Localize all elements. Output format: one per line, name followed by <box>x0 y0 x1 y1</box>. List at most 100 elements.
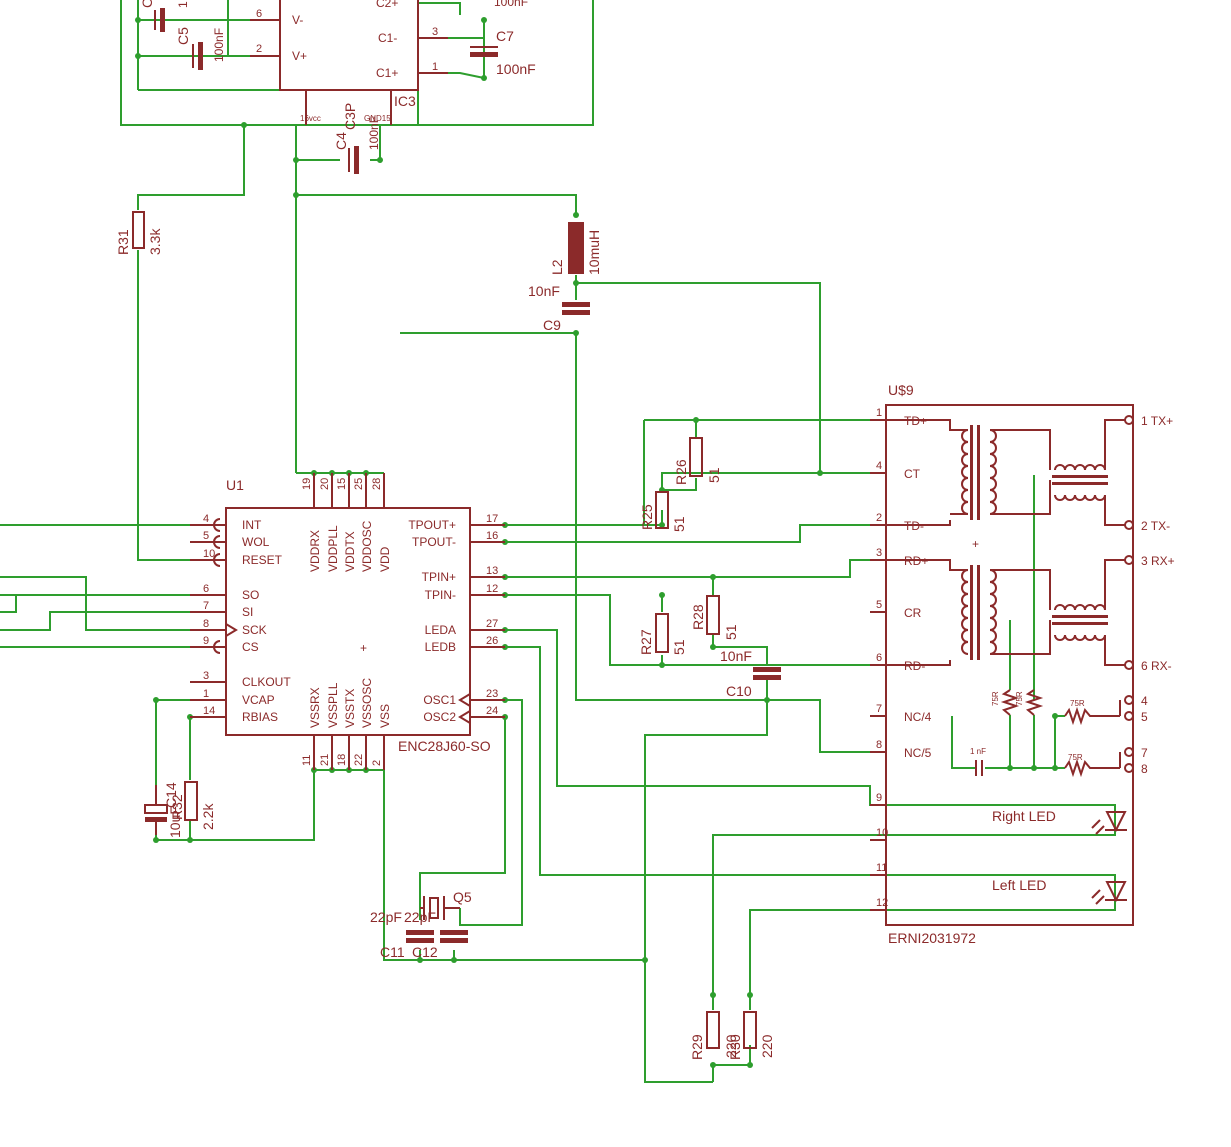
u1-left-pin-name: SI <box>242 605 253 619</box>
resistor-r26[interactable]: R26 51 <box>673 437 722 485</box>
r29-value: 220 <box>723 1034 739 1058</box>
ic3[interactable]: 6 V- 2 V+ C2+ 3 C1- 1 C1+ IC3 16vcc GND1… <box>250 0 448 125</box>
capacitor-c12[interactable]: 22pF C12 <box>404 909 468 960</box>
capacitor-c14[interactable]: 10uF C14 <box>144 782 183 838</box>
u9-left-pin-num: 10 <box>876 827 888 839</box>
u1-top-pin-num: 20 <box>319 478 331 490</box>
u9-left-pin-num: 7 <box>876 703 882 715</box>
resistor-r31[interactable]: R31 3.3k <box>115 211 163 255</box>
c7-value: 100nF <box>496 61 536 77</box>
u1-bottom-pin-name: VSSRX <box>308 687 322 728</box>
resistor-r29[interactable]: R29 220 <box>689 1011 739 1060</box>
u1-left-pin-name: WOL <box>242 535 270 549</box>
u1-left-pin-num: 10 <box>203 548 215 560</box>
u1-right-pin-name: TPOUT- <box>412 535 456 549</box>
capacitor-c8[interactable]: 100nF <box>494 0 528 9</box>
u1-top-pin-name: VDDPLL <box>326 525 340 572</box>
u1-left-pin-num: 8 <box>203 618 209 630</box>
r28-value: 51 <box>723 624 739 640</box>
resistor-r32[interactable]: R32 2.2k <box>169 781 216 830</box>
r30-ref: R30 <box>727 1034 743 1060</box>
u9-left-pin-num: 1 <box>876 407 882 419</box>
resistor-r30[interactable]: R30 220 <box>727 1011 775 1060</box>
ic3-ref: IC3 <box>394 93 416 109</box>
u1-right-pin-name: OSC1 <box>423 693 456 707</box>
u1-right-pin-name: OSC2 <box>423 710 456 724</box>
c10-value: 10nF <box>720 648 752 664</box>
ic3-vcc-label: 16vcc <box>300 114 321 123</box>
ic3-pin-c2plus: C2+ <box>376 0 398 10</box>
r75-4: 75R <box>1068 753 1083 762</box>
u9-right-pin-label: 3 RX+ <box>1141 554 1175 568</box>
u9-left-pin-num: 11 <box>876 862 887 874</box>
u1-right-pin-name: LEDA <box>425 623 456 637</box>
r75-3: 75R <box>1070 699 1085 708</box>
r30-value: 220 <box>759 1034 775 1058</box>
r25-ref: R25 <box>639 504 655 530</box>
u1-left-pin-num: 4 <box>203 513 209 525</box>
u1-left-pin-name: RESET <box>242 553 283 567</box>
u1-left-pin-name: INT <box>242 518 262 532</box>
c11-value: 22pF <box>370 909 402 925</box>
u9-left-pin-num: 4 <box>876 460 882 472</box>
u1-left-pin-name: VCAP <box>242 693 275 707</box>
u9-right-pin-label: 5 <box>1141 710 1148 724</box>
resistor-r27[interactable]: R27 51 <box>638 613 687 655</box>
r31-value: 3.3k <box>147 228 163 255</box>
u1-left-pin-num: 9 <box>203 635 209 647</box>
svg-text:+: + <box>972 537 979 551</box>
svg-text:1: 1 <box>176 1 190 8</box>
right-led-label: Right LED <box>992 808 1056 824</box>
u1-right-pin-num: 26 <box>486 635 498 647</box>
capacitor-c4[interactable]: C4 100nF C3P <box>333 103 381 174</box>
u1-right-pin-num: 13 <box>486 565 498 577</box>
r26-value: 51 <box>706 467 722 483</box>
u1-bottom-pin-num: 11 <box>301 755 313 766</box>
u1-top-pin-num: 25 <box>353 478 365 490</box>
r27-ref: R27 <box>638 629 654 655</box>
u9-part: ERNI2031972 <box>888 930 976 946</box>
ic3-pin3-num: 3 <box>432 26 438 38</box>
c3p-ref: C3P <box>342 103 358 130</box>
u1-top-pin-num: 15 <box>336 478 348 490</box>
c-partial-ref: C <box>139 0 155 8</box>
u1-left-pin-num: 5 <box>203 530 209 542</box>
capacitor-c7[interactable]: C7 100nF <box>470 28 536 77</box>
ic3-pin-c1minus: C1- <box>378 31 397 45</box>
u1-left-pin-num: 14 <box>203 705 215 717</box>
u9-left-pin-num: 6 <box>876 652 882 664</box>
crystal-q5[interactable]: Q5 <box>420 889 472 920</box>
u1-left-pin-name: CS <box>242 640 259 654</box>
r27-value: 51 <box>671 639 687 655</box>
resistor-r28[interactable]: R28 51 <box>690 595 739 640</box>
u9-pins: 1TD+4CT2TD-3RD+5CR6RD-7NC/48NC/591011121… <box>870 407 1175 911</box>
capacitor-c10[interactable]: 10nF C10 <box>720 648 781 699</box>
u9-right-pin-label: 4 <box>1141 694 1148 708</box>
r29-ref: R29 <box>689 1034 705 1060</box>
right-led: Right LED <box>992 808 1127 835</box>
left-led-label: Left LED <box>992 877 1046 893</box>
u1-top-pin-name: VDDRX <box>308 530 322 572</box>
u9-left-pin-name: CR <box>904 606 922 620</box>
connector-termination: 75R 75R 75R 75R 1 nF <box>970 689 1121 778</box>
r28-ref: R28 <box>690 604 706 630</box>
inductor-l2[interactable]: L2 10muH <box>549 222 602 275</box>
u1-top-pin-num: 19 <box>301 478 313 490</box>
u1-right-pin-name: TPIN- <box>425 588 456 602</box>
u1-top-pin-name: VDDOSC <box>360 520 374 572</box>
u1-ref: U1 <box>226 477 244 493</box>
u9-right-pin-label: 6 RX- <box>1141 659 1172 673</box>
u1-right-pin-num: 16 <box>486 530 498 542</box>
capacitor-c9[interactable]: 10nF C9 <box>528 283 590 333</box>
c12-ref: C12 <box>412 944 438 960</box>
capacitor-c5[interactable]: C5 100nF <box>175 27 226 70</box>
u9-left-pin-name: NC/4 <box>904 710 932 724</box>
u9-left-pin-num: 3 <box>876 547 882 559</box>
u1-left-pin-name: RBIAS <box>242 710 278 724</box>
capacitor-c-partial[interactable]: C 1 <box>139 0 190 32</box>
u1-left-pin-name: SCK <box>242 623 267 637</box>
resistor-r25[interactable]: R25 51 <box>639 491 687 532</box>
capacitor-c11[interactable]: 22pF C11 <box>370 909 434 960</box>
u1-right-pin-name: LEDB <box>425 640 456 654</box>
u1-top-pin-name: VDDTX <box>343 531 357 572</box>
